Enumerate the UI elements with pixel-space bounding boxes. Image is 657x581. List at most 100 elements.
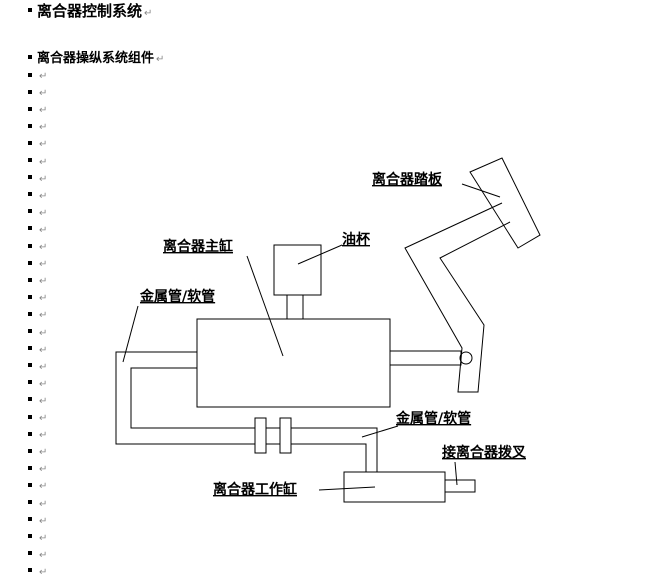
paragraph-mark-icon: ↵ [39, 464, 48, 476]
master-cylinder-body [196, 318, 391, 408]
leader-left-pipe [122, 305, 139, 363]
bullet-icon [28, 8, 32, 12]
bullet-icon [28, 175, 32, 180]
subheading-text: 离合器操纵系统组件 [37, 51, 155, 66]
empty-paragraph-line: ↵ [28, 530, 47, 547]
paragraph-mark-icon: ↵ [39, 447, 48, 459]
label-slave-cylinder: 离合器工作缸 [213, 481, 297, 498]
empty-paragraph-line: ↵ [28, 478, 47, 495]
paragraph-mark-icon: ↵ [39, 224, 48, 236]
bullet-icon [28, 294, 32, 299]
bullet-icon [28, 106, 32, 111]
heading-text: 离合器控制系统 [37, 2, 143, 20]
bullet-icon [28, 414, 32, 419]
bullet-icon [28, 192, 32, 197]
empty-paragraph-line: ↵ [28, 444, 47, 461]
bullet-icon [28, 346, 32, 351]
paragraph-mark-icon: ↵ [39, 498, 48, 510]
paragraph-mark-icon: ↵ [39, 566, 48, 578]
leader-oil-cup [297, 244, 343, 265]
label-metal-pipe-right: 金属管/软管 [395, 410, 471, 427]
paragraph-mark-icon: ↵ [39, 276, 48, 288]
bullet-icon [28, 72, 32, 77]
bullet-icon [28, 534, 32, 539]
paragraph-mark-icon: ↵ [39, 105, 48, 117]
empty-paragraph-line: ↵ [28, 256, 47, 273]
empty-paragraph-line: ↵ [28, 376, 47, 393]
paragraph-mark-icon: ↵ [39, 139, 48, 151]
paragraph-mark-icon: ↵ [39, 515, 48, 527]
paragraph-mark-icon: ↵ [144, 8, 153, 19]
leader-pedal [461, 183, 501, 198]
empty-paragraph-line: ↵ [28, 393, 47, 410]
paragraph-mark-icon: ↵ [39, 327, 48, 339]
bullet-icon [28, 277, 32, 282]
bullet-icon [28, 363, 32, 368]
bullet-icon [28, 500, 32, 504]
document-heading: 离合器控制系统↵ [28, 2, 152, 23]
bullet-icon [28, 311, 32, 316]
paragraph-mark-icon: ↵ [156, 54, 165, 65]
slave-cylinder-body [343, 471, 446, 503]
document-subheading: 离合器操纵系统组件↵ [28, 51, 164, 68]
empty-paragraph-line: ↵ [28, 547, 47, 564]
paragraph-mark-icon: ↵ [39, 549, 48, 561]
left-pipe-inner [130, 367, 255, 429]
paragraph-mark-icon: ↵ [39, 532, 48, 544]
empty-paragraph-line: ↵ [28, 85, 47, 102]
bullet-icon [28, 551, 32, 556]
leader-right-pipe [361, 425, 399, 438]
oil-cup-body [273, 244, 322, 296]
bullet-icon [28, 568, 32, 573]
empty-paragraph-line: ↵ [28, 513, 47, 530]
paragraph-mark-icon: ↵ [39, 88, 48, 100]
bullet-icon [28, 209, 32, 214]
paragraph-mark-icon: ↵ [39, 122, 48, 134]
empty-paragraph-line: ↵ [28, 68, 47, 85]
paragraph-mark-icon: ↵ [39, 378, 48, 390]
fork-rod [444, 479, 476, 493]
bullet-icon [28, 158, 32, 162]
empty-paragraph-line: ↵ [28, 290, 47, 307]
leader-release-fork [454, 461, 458, 486]
bullet-icon [28, 517, 32, 522]
bullet-icon [28, 448, 32, 453]
leader-master-cylinder [246, 255, 284, 357]
bullet-icon [28, 465, 32, 470]
bullet-icon [28, 89, 32, 94]
empty-paragraph-line: ↵ [28, 307, 47, 324]
paragraph-mark-icon: ↵ [39, 293, 48, 305]
empty-paragraph-line: ↵ [28, 410, 47, 427]
bullet-icon [28, 431, 32, 436]
empty-paragraph-line: ↵ [28, 427, 47, 444]
paragraph-mark-icon: ↵ [39, 156, 48, 168]
empty-paragraph-line: ↵ [28, 325, 47, 342]
empty-paragraph-line: ↵ [28, 205, 47, 222]
paragraph-mark-icon: ↵ [39, 395, 48, 407]
paragraph-mark-icon: ↵ [39, 71, 48, 82]
bullet-icon [28, 482, 32, 487]
paragraph-mark-icon: ↵ [39, 190, 48, 202]
pedal-pivot [459, 351, 473, 365]
paragraph-mark-icon: ↵ [39, 361, 48, 373]
empty-paragraph-line: ↵ [28, 496, 47, 513]
empty-paragraph-line: ↵ [28, 239, 47, 256]
paragraph-mark-icon: ↵ [39, 259, 48, 271]
bullet-icon [28, 226, 32, 231]
pipe-coupling-2 [279, 417, 292, 454]
left-pipe-outer [115, 351, 255, 445]
paragraph-mark-icon: ↵ [39, 430, 48, 442]
empty-paragraph-line: ↵ [28, 154, 47, 171]
paragraph-mark-icon: ↵ [39, 173, 48, 185]
bullet-icon [28, 380, 32, 385]
label-release-fork: 接离合器拨叉 [442, 444, 527, 461]
bullet-icon [28, 140, 32, 145]
bullet-icon [28, 329, 32, 333]
empty-paragraph-line: ↵ [28, 136, 47, 153]
empty-paragraph-line: ↵ [28, 342, 47, 359]
empty-paragraph-line: ↵ [28, 461, 47, 478]
label-pedal: 离合器踏板 [372, 171, 443, 188]
empty-paragraph-line: ↵ [28, 273, 47, 290]
